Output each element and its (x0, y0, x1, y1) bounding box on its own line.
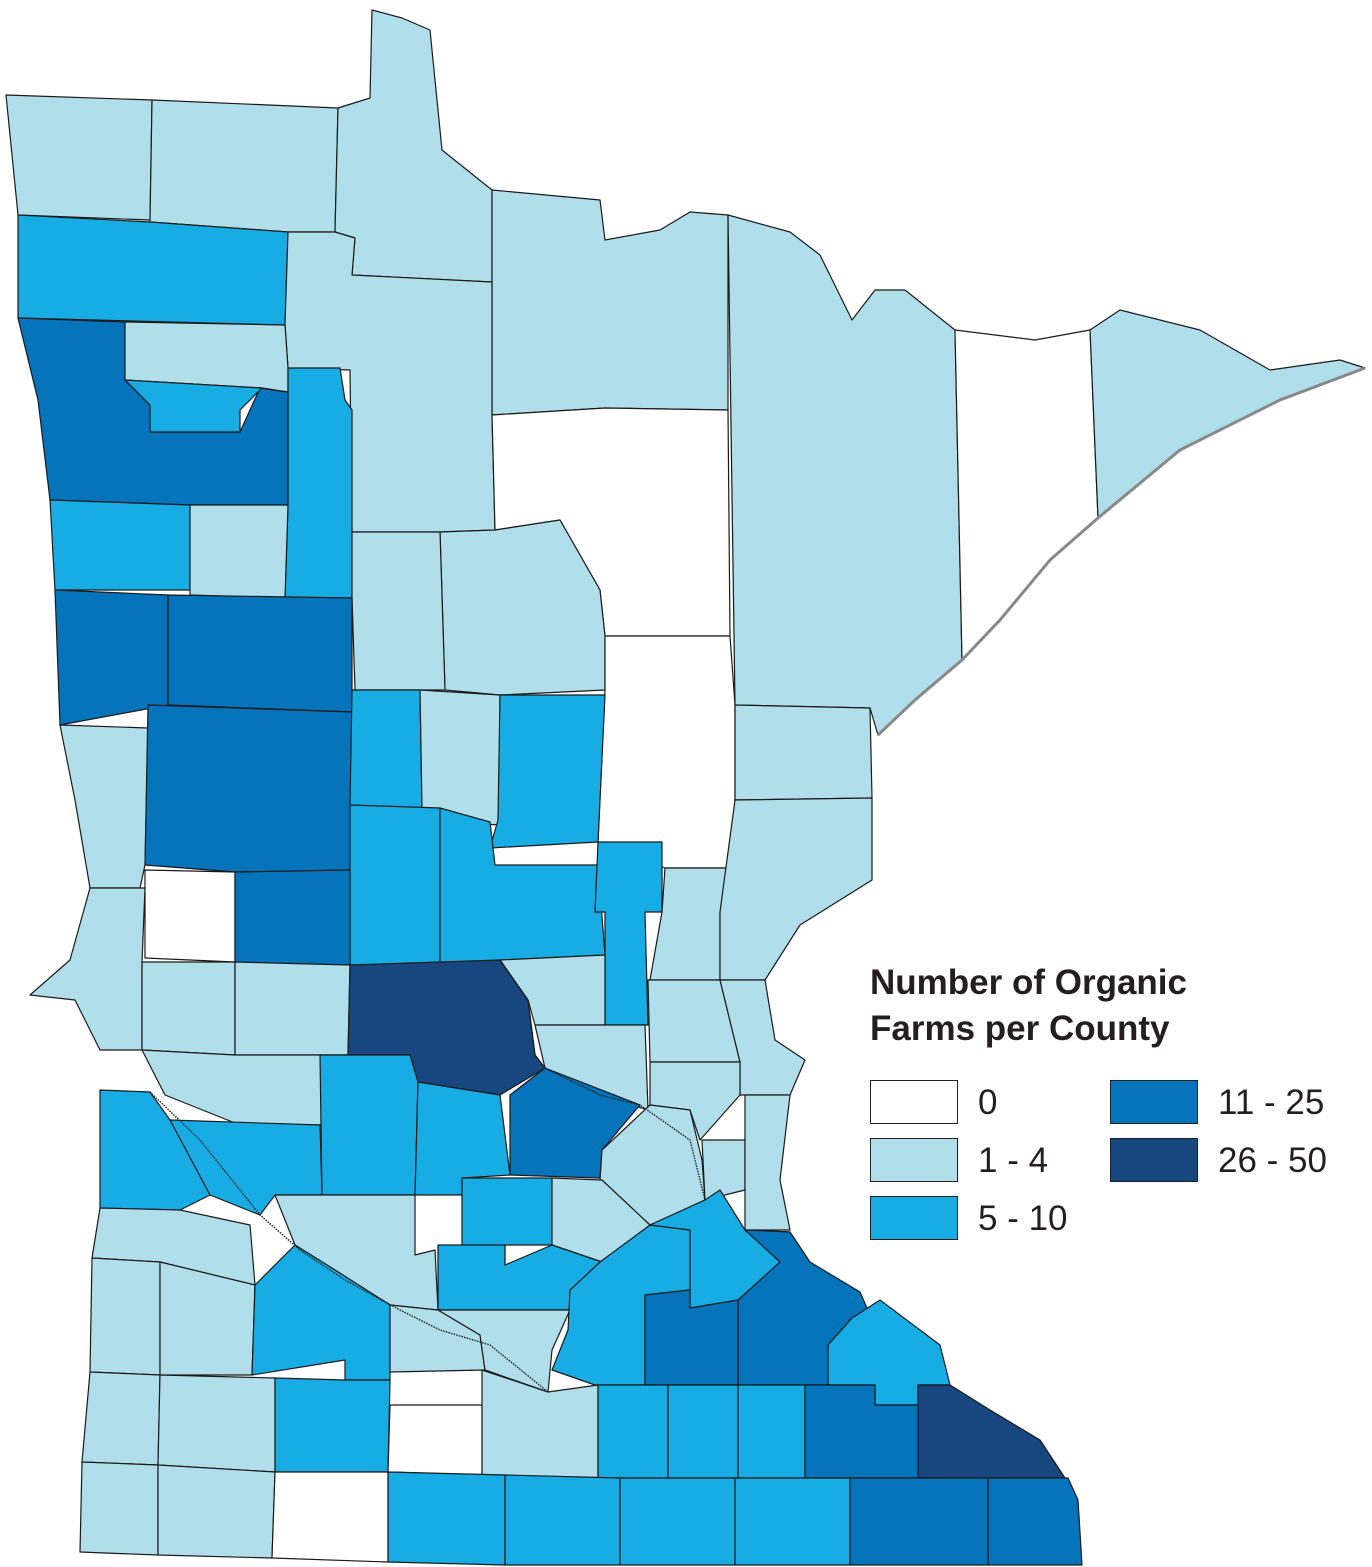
legend-swatch (870, 1196, 958, 1240)
county (491, 189, 729, 416)
county (124, 379, 263, 433)
legend-swatch (1110, 1080, 1198, 1124)
legend-label: 5 - 10 (978, 1199, 1068, 1238)
county (17, 214, 289, 326)
county (5, 94, 153, 221)
county (954, 329, 1099, 661)
county (387, 1471, 506, 1566)
county (1089, 309, 1366, 519)
county (917, 1384, 1066, 1479)
county (59, 724, 149, 889)
river-line (149, 1091, 549, 1393)
county (234, 961, 351, 1056)
legend-label: 26 - 50 (1218, 1141, 1327, 1180)
county (719, 797, 873, 981)
county (29, 887, 146, 1051)
county (504, 1474, 621, 1566)
county (234, 869, 351, 966)
county (744, 1094, 791, 1231)
county (274, 1377, 391, 1473)
county (349, 804, 441, 966)
county (149, 99, 339, 233)
county (489, 694, 606, 849)
county (79, 1461, 159, 1556)
county (141, 961, 236, 1056)
county (89, 1257, 161, 1376)
county (737, 1384, 806, 1479)
lake-superior-shoreline (876, 366, 1366, 737)
county (701, 1139, 746, 1201)
legend-label: 11 - 25 (1218, 1083, 1325, 1122)
legend-swatch (870, 1138, 958, 1182)
county (387, 1404, 483, 1476)
legend-swatch (870, 1080, 958, 1124)
river-line (499, 959, 706, 1201)
county (334, 9, 493, 283)
county (667, 1384, 739, 1479)
legend-label: 1 - 4 (978, 1141, 1049, 1180)
county (597, 635, 736, 869)
legend-title: Number of Organic Farms per County (870, 963, 1187, 1048)
county (351, 531, 446, 691)
county (734, 704, 873, 801)
county (734, 1477, 851, 1566)
county (594, 841, 663, 1026)
county (144, 704, 353, 873)
legend-label: 0 (978, 1083, 998, 1122)
legend-swatch (1110, 1138, 1198, 1182)
county (157, 1464, 276, 1559)
county (619, 1477, 736, 1566)
county (727, 214, 963, 736)
map-legend: Number of Organic Farms per County 0 1 - … (870, 960, 1350, 1260)
county (144, 869, 236, 963)
county (987, 1477, 1083, 1566)
county (189, 504, 289, 599)
county (597, 1384, 669, 1479)
county (49, 499, 191, 591)
county (319, 1054, 419, 1196)
county (271, 1471, 389, 1563)
county (81, 1371, 161, 1466)
county (167, 594, 353, 713)
county (157, 1374, 276, 1473)
county (284, 367, 353, 599)
county (419, 689, 501, 826)
county (349, 689, 423, 809)
county (849, 1477, 989, 1566)
